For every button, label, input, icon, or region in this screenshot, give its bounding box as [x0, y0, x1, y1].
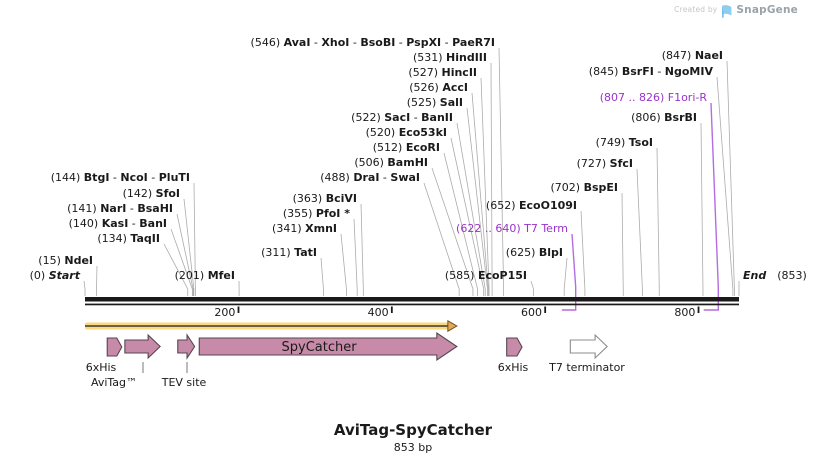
ruler-tick: [544, 306, 547, 313]
site-label: (526) AccI: [409, 81, 468, 94]
site-label: (845) BsrFI - NgoMIV: [589, 65, 714, 78]
snapgene-watermark: Created by SnapGene: [674, 3, 798, 18]
site-leader-line: [450, 137, 485, 296]
site-label: (363) BciVI: [293, 192, 357, 205]
ruler-tick-label: 400: [368, 306, 389, 319]
site-leader-line: [498, 47, 505, 296]
site-label: (527) HincII: [408, 66, 477, 79]
site-label: (201) MfeI: [175, 269, 235, 282]
site-leader-line: [480, 77, 490, 296]
site-leader-line: [170, 228, 193, 296]
feature-arrow-spycatcher: [198, 331, 458, 362]
feature-label: T7 terminator: [548, 361, 625, 374]
site-leader-line: [563, 257, 568, 296]
sequence-ruler-underline: [85, 303, 739, 306]
site-leader-line: [490, 62, 493, 296]
site-label: (625) BlpI: [506, 246, 563, 259]
map-length-label: 853 bp: [393, 440, 433, 454]
ruler-tick: [237, 306, 240, 313]
site-leader-line: [716, 76, 734, 296]
site-label: (847) NaeI: [662, 49, 723, 62]
site-leader-line: [176, 213, 194, 296]
site-label: (525) SalI: [407, 96, 463, 109]
site-label: (546) AvaI - XhoI - BsoBI - PspXI - PaeR…: [251, 36, 495, 49]
site-label: (522) SacI - BanII: [351, 111, 453, 124]
snapgene-logo-icon: [721, 3, 732, 18]
site-leader-line: [530, 280, 534, 296]
site-leader-line: [360, 203, 364, 296]
site-label: (134) TaqII: [97, 232, 160, 245]
created-by-text: Created by: [674, 5, 718, 14]
feature-arrow-6xhis: [106, 337, 123, 357]
sequence-ruler: [85, 297, 739, 302]
site-leader-line: [431, 167, 474, 296]
feature-arrow-t7-terminator: [569, 333, 608, 360]
site-leader-line: [726, 60, 735, 296]
feature-arrow-tev-site: [177, 333, 196, 360]
ruler-tick-label: 600: [521, 306, 542, 319]
site-label: (506) BamHI: [354, 156, 428, 169]
feature-label: TEV site: [161, 376, 207, 389]
site-leader-line: [700, 122, 704, 296]
feature-label: 6xHis: [498, 361, 529, 374]
site-leader-line: [340, 233, 347, 296]
site-label: (488) DraI - SwaI: [320, 171, 420, 184]
site-leader-line: [621, 192, 624, 296]
ruler-tick: [697, 306, 700, 313]
site-label: (142) SfoI: [123, 187, 180, 200]
site-label: (520) Eco53kI: [366, 126, 447, 139]
orf-arrowhead: [447, 319, 458, 333]
site-leader-line: [320, 257, 324, 296]
brand-text: SnapGene: [736, 3, 798, 16]
site-label: (141) NarI - BsaHI: [67, 202, 173, 215]
map-title: AviTag-SpyCatcher: [333, 421, 493, 439]
site-leader-line: [466, 107, 488, 296]
ruler-tick: [390, 306, 393, 313]
site-label: (512) EcoRI: [373, 141, 440, 154]
site-label: (355) PfoI *: [283, 207, 350, 220]
site-label: (311) TatI: [261, 246, 317, 259]
feature-arrow-6xhis: [506, 337, 523, 357]
site-leader-line: [443, 152, 478, 296]
feature-arrow-avitag-: [124, 333, 161, 360]
feature-label: 6xHis: [86, 361, 117, 374]
site-leader-line: [423, 182, 460, 296]
title-block: AviTag-SpyCatcher 853 bp: [0, 422, 826, 454]
site-leader-line: [83, 280, 86, 296]
site-label: (702) BspEI: [551, 181, 619, 194]
site-leader-line: [636, 168, 643, 296]
region-bracket: [703, 102, 719, 311]
site-label: (585) EcoP15I: [445, 269, 527, 282]
site-leader-line: [580, 210, 586, 296]
site-label: (15) NdeI: [38, 254, 93, 267]
ruler-tick-label: 200: [214, 306, 235, 319]
feature-label: AviTag™: [91, 376, 137, 389]
site-leader-line: [193, 182, 196, 296]
ruler-tick-label: 800: [674, 306, 695, 319]
site-label: (341) XmnI: [272, 222, 337, 235]
site-label: (727) SfcI: [577, 157, 633, 170]
site-label: (531) HindIII: [413, 51, 487, 64]
site-leader-line: [163, 243, 189, 296]
site-leader-line: [471, 92, 489, 296]
site-label: (749) TsoI: [596, 136, 653, 149]
site-label: (144) BtgI - NcoI - PluTI: [51, 171, 190, 184]
site-leader-line: [353, 218, 358, 296]
region-label: (622 .. 640) T7 Term: [456, 222, 568, 235]
region-label: (807 .. 826) F1ori-R: [600, 91, 708, 104]
site-label: (140) KasI - BanI: [69, 217, 167, 230]
feature-inside-label: SpyCatcher: [282, 340, 358, 355]
site-label: End (853): [743, 269, 807, 282]
site-leader-line: [456, 122, 486, 296]
site-label: (0) Start: [30, 269, 81, 282]
site-leader-line: [656, 147, 660, 296]
site-label: (806) BsrBI: [631, 111, 697, 124]
site-leader-line: [183, 198, 195, 296]
site-label: (652) EcoO109I: [486, 199, 577, 212]
